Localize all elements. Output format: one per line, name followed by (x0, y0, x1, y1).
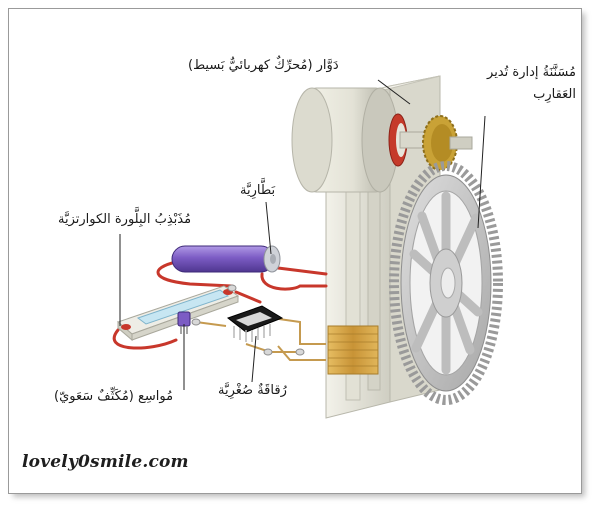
solder-pads (191, 284, 305, 356)
copper-coil (327, 325, 379, 375)
label-microchip: رُقاقَةٌ صُغْرِيَّة (218, 383, 287, 398)
small-gear-icon (422, 115, 473, 171)
label-battery: بَطَّارِيَّة (240, 183, 276, 198)
microchip-icon (226, 305, 284, 342)
label-capacitor: مُواسِع (مُكَثِّفٌ سَعَويّ) (54, 389, 174, 404)
label-drive-gear-line2: العَقارِب (533, 87, 576, 102)
leader-lines (119, 79, 486, 390)
red-wires (112, 260, 328, 350)
large-gear-icon (389, 161, 503, 405)
label-drive-gear-line1: مُسَنَّنَةُ إدارة تُدير (487, 65, 576, 80)
battery-icon (171, 245, 281, 273)
motor-drum (291, 87, 431, 193)
label-drive-gear: مُسَنَّنَةُ إدارة تُدير العَقارِب (466, 62, 576, 106)
watermark-text: lovely0smile.com (22, 452, 189, 472)
label-motor: دَوَّار (مُحرِّكٌ كهربائيٌّ بَسيط) (188, 58, 339, 73)
label-quartz-crystal: مُذَبْذِبُ البِلَّورة الكوارتزيَّة (58, 212, 192, 227)
